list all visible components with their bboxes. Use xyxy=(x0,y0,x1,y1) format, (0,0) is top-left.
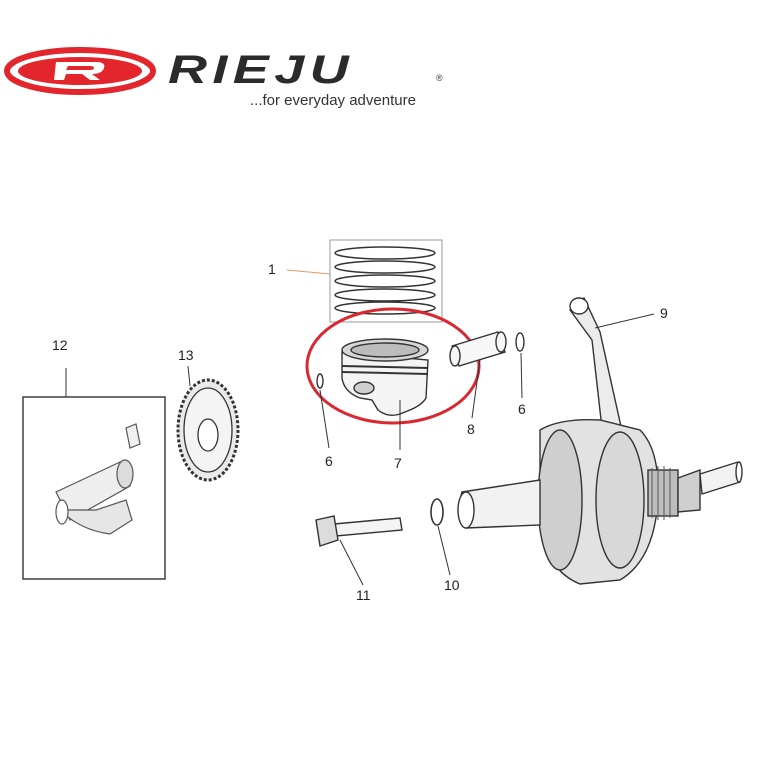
piston-rings xyxy=(329,239,443,323)
callout-7: 7 xyxy=(394,455,402,471)
leader-line-6a xyxy=(319,389,330,449)
leader-line-9 xyxy=(594,313,655,329)
piston-pin-clip-right xyxy=(515,332,525,352)
balancer-shaft xyxy=(55,423,141,535)
brand-tagline: ...for everyday adventure xyxy=(250,92,416,109)
piston-pin-clip-left xyxy=(316,373,324,389)
callout-1: 1 xyxy=(268,261,276,277)
washer xyxy=(430,498,444,526)
registered-mark: ® xyxy=(436,73,443,83)
leader-line-8 xyxy=(471,359,481,419)
crankshaft-assembly xyxy=(457,296,743,585)
leader-line-11 xyxy=(339,539,364,586)
balancer-shaft-box xyxy=(22,396,166,580)
callout-6-left: 6 xyxy=(325,453,333,469)
leader-line-10 xyxy=(437,525,451,576)
callout-10: 10 xyxy=(444,577,460,593)
callout-6-right: 6 xyxy=(518,401,526,417)
callout-8: 8 xyxy=(467,421,475,437)
callout-9: 9 xyxy=(660,305,668,321)
bolt xyxy=(315,515,403,547)
gear xyxy=(176,378,240,482)
piston-pin xyxy=(449,331,507,367)
callout-13: 13 xyxy=(178,347,194,363)
brand-wordmark: RIEJU xyxy=(168,48,355,92)
piston xyxy=(341,338,429,417)
rieju-logo-emblem xyxy=(4,47,156,95)
leader-line-13 xyxy=(187,365,191,387)
callout-11: 11 xyxy=(356,587,371,603)
callout-12: 12 xyxy=(52,337,68,353)
leader-line-6b xyxy=(520,352,523,399)
leader-line-1 xyxy=(286,269,331,275)
